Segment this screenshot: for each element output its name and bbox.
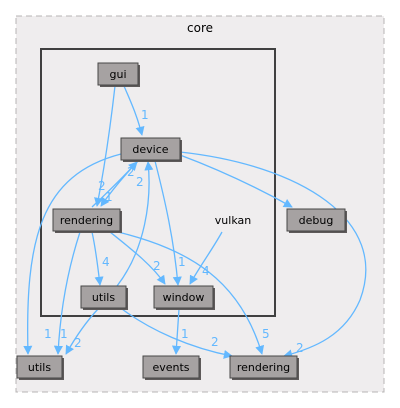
node-utils-inner[interactable]: utils xyxy=(80,285,128,310)
node-window[interactable]: window xyxy=(153,285,215,310)
edge-rendering-window xyxy=(109,231,166,285)
edge-utils-inner-utils-outer xyxy=(65,308,99,355)
node-utils-outer-label: utils xyxy=(28,361,51,374)
edge-label-device-rendering: 2 xyxy=(127,165,135,179)
node-gui[interactable]: gui xyxy=(97,62,140,87)
edge-label-utils-inner-rendering-outer: 2 xyxy=(211,335,219,349)
node-utils-inner-label: utils xyxy=(92,291,115,304)
edge-label-rendering-utils-inner: 4 xyxy=(102,255,110,269)
node-events[interactable]: events xyxy=(142,355,201,380)
edge-label-rendering-utils-outer: 1 xyxy=(60,327,68,341)
edge-device-rendering-outer xyxy=(179,151,367,359)
node-vulkan-label[interactable]: vulkan xyxy=(215,214,251,227)
edge-window-events xyxy=(171,308,182,355)
edge-rendering-utils-inner xyxy=(91,231,104,286)
node-utils-outer[interactable]: utils xyxy=(16,355,64,380)
edge-label-rendering-device: 1 xyxy=(105,190,113,204)
edge-utils-inner-rendering-outer xyxy=(121,308,233,359)
edge-rendering-rendering-outer xyxy=(117,231,265,355)
node-gui-label: gui xyxy=(109,68,126,81)
edge-rendering-utils-outer xyxy=(53,231,81,355)
edge-label-rendering-rendering-outer: 5 xyxy=(262,327,270,341)
node-rendering-inner-label: rendering xyxy=(60,214,113,227)
edge-label-device-window: 1 xyxy=(178,255,186,269)
edge-gui-rendering xyxy=(94,85,116,207)
edge-label-device-utils-outer: 1 xyxy=(44,327,52,341)
node-window-label: window xyxy=(163,291,205,304)
edge-label-device-rendering-outer: 2 xyxy=(296,341,304,355)
node-device-label: device xyxy=(132,143,168,156)
node-rendering-outer[interactable]: rendering xyxy=(229,355,299,380)
edge-rendering-device xyxy=(91,161,138,208)
edge-gui-device xyxy=(123,85,145,136)
edge-label-vulkan-window: 4 xyxy=(202,264,210,278)
node-rendering-outer-label: rendering xyxy=(237,361,290,374)
edge-label-rendering-window: 2 xyxy=(153,259,161,273)
edge-label-utils-inner-utils-outer: 2 xyxy=(74,336,82,350)
edge-device-utils-outer xyxy=(23,153,122,355)
edge-label-gui-device: 1 xyxy=(141,108,149,122)
edge-label-utils-device: 2 xyxy=(136,175,144,189)
edge-label-window-events: 1 xyxy=(181,327,189,341)
node-rendering-inner[interactable]: rendering xyxy=(52,208,122,233)
node-device[interactable]: device xyxy=(120,137,182,162)
cluster-core-label: core xyxy=(187,21,213,35)
edge-label-gui-rendering: 2 xyxy=(98,179,106,193)
edge-vulkan-window xyxy=(189,231,223,285)
edge-device-debug xyxy=(179,154,293,208)
node-debug-label: debug xyxy=(299,214,334,227)
cluster-inner xyxy=(40,48,276,317)
node-events-label: events xyxy=(152,361,189,374)
edges: 1 2 2 1 2 1 1 2 4 2 1 5 xyxy=(23,85,367,359)
edge-utils-device xyxy=(116,161,154,287)
node-debug[interactable]: debug xyxy=(286,208,347,233)
edge-device-window xyxy=(154,160,182,286)
